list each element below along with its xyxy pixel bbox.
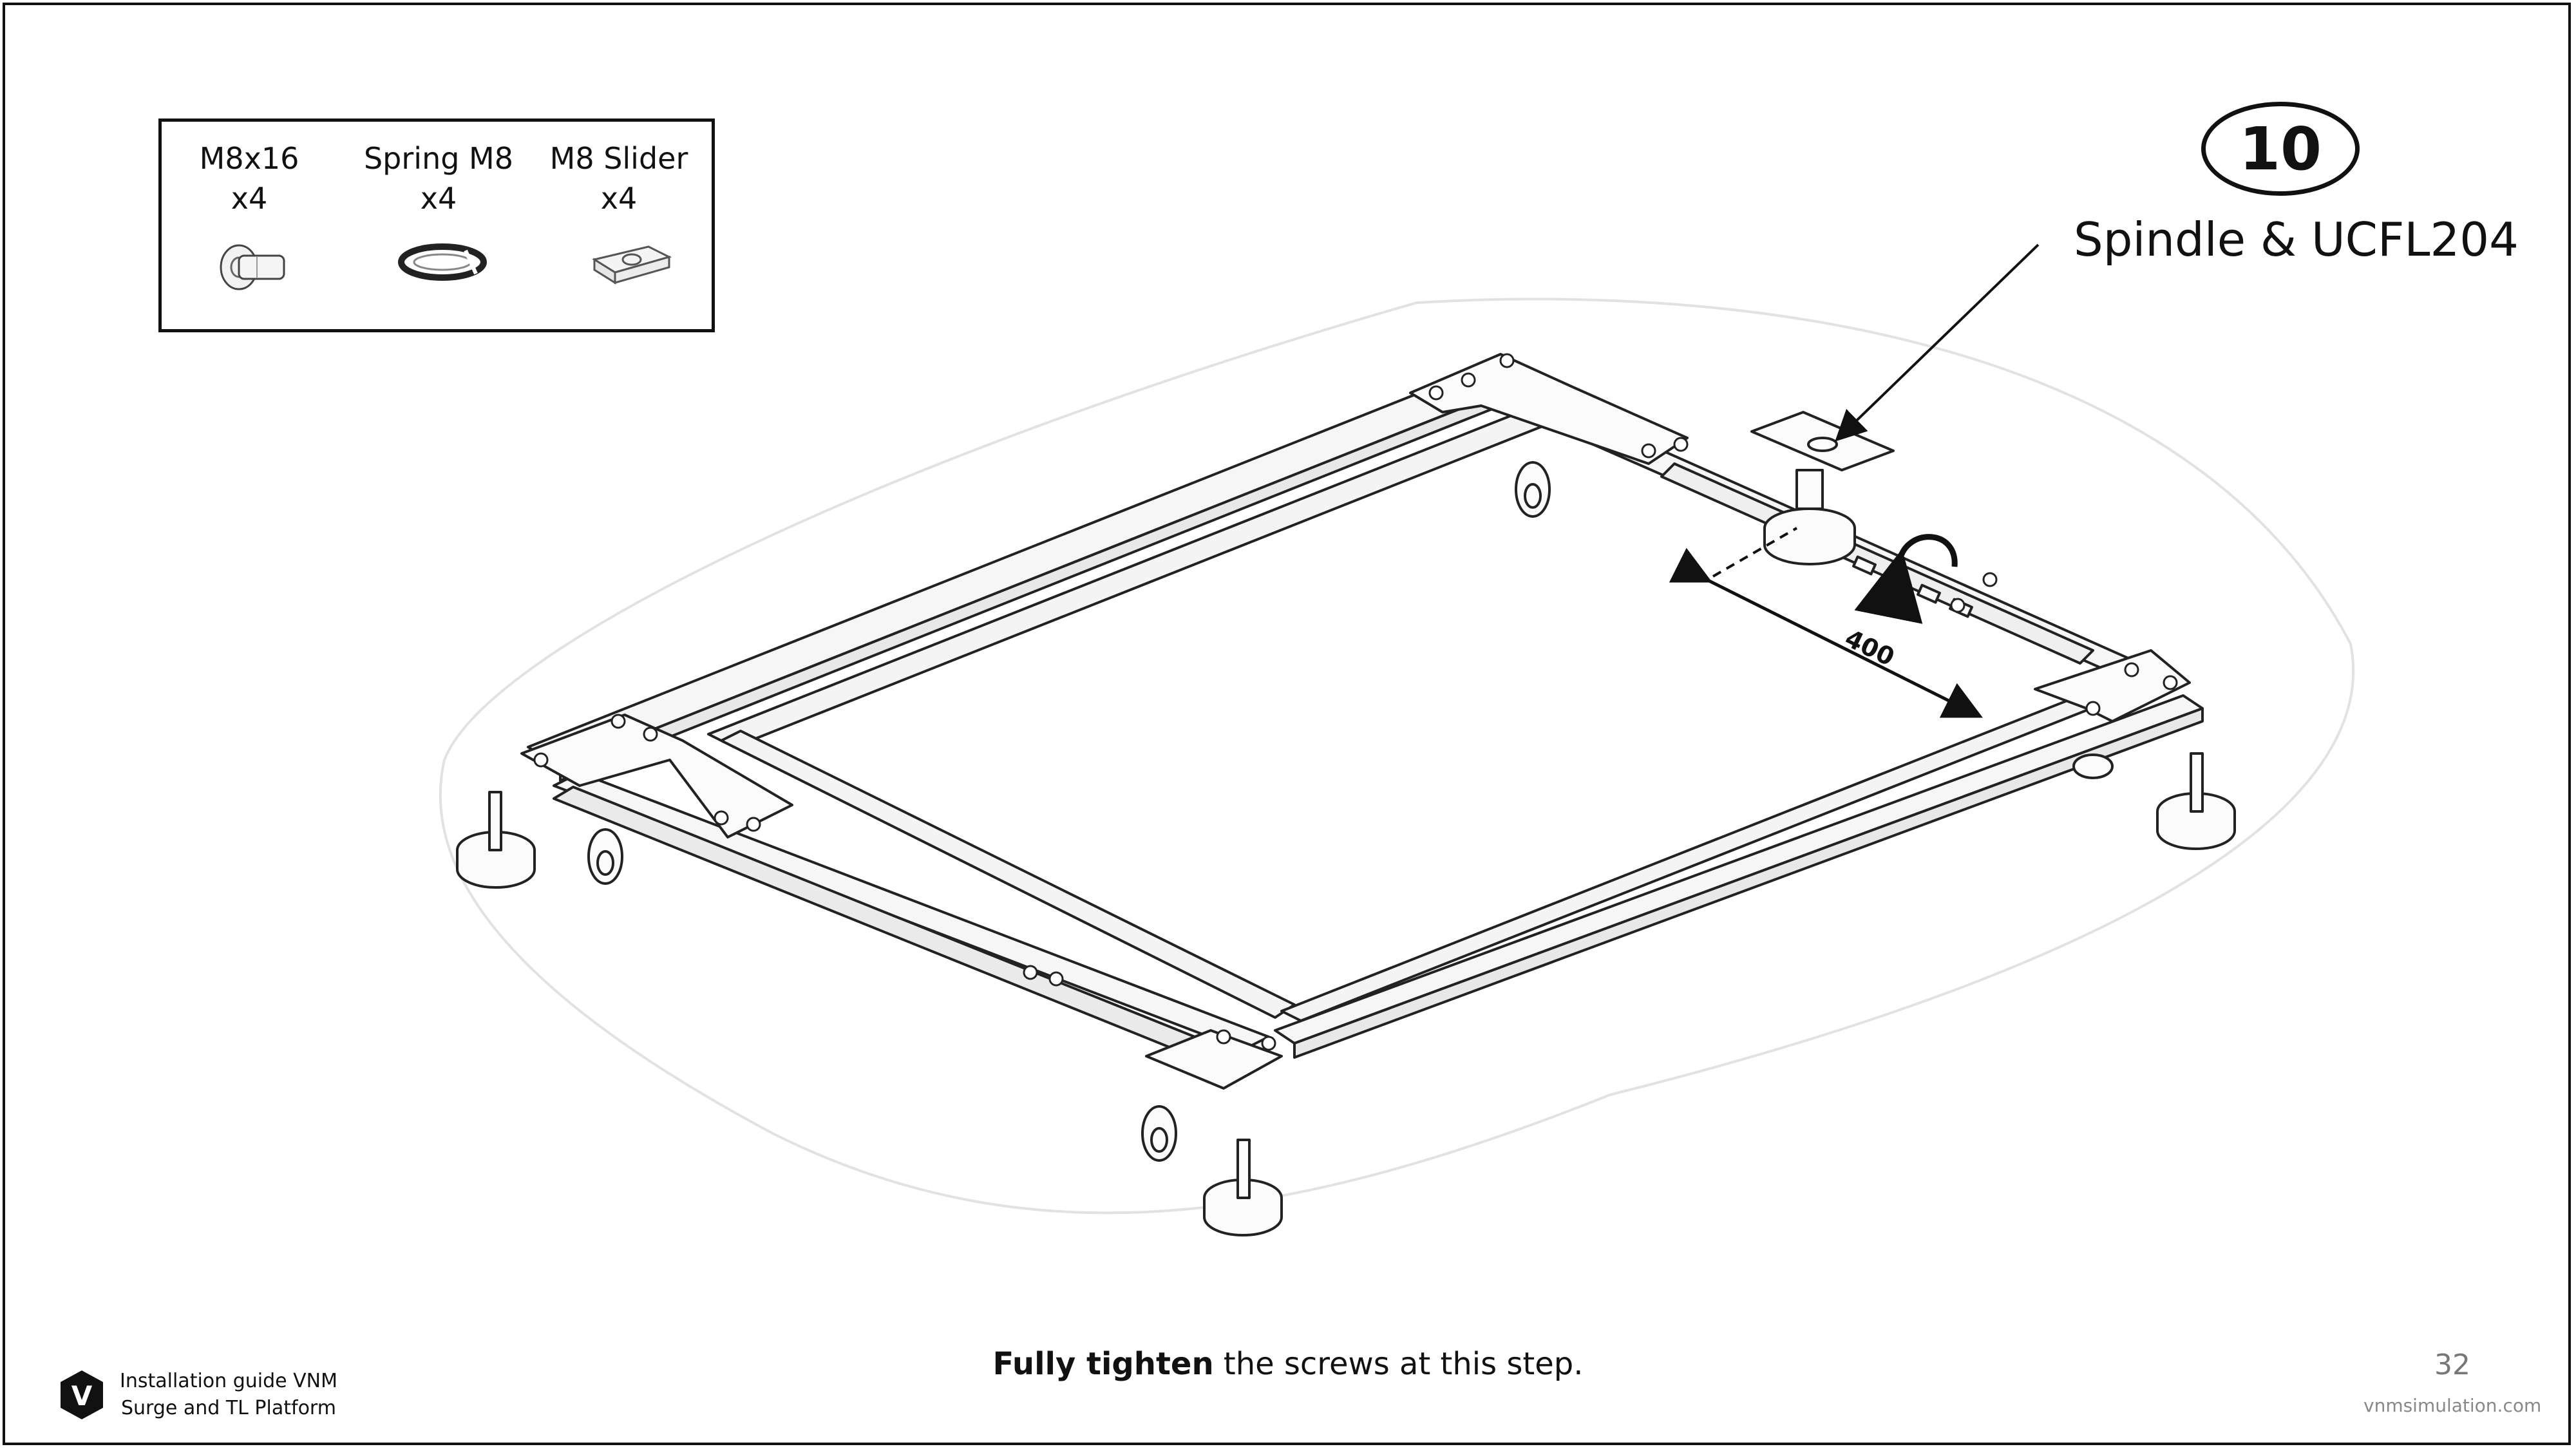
parts-list: M8x16 x4 Spring M8 x4 M8 Slider x4 (158, 118, 715, 332)
guide-line-2: Surge and TL Platform (120, 1397, 336, 1419)
instruction-bold: Fully tighten (992, 1346, 1214, 1382)
dimension-extension (1712, 527, 1797, 578)
logo-letter: V (71, 1380, 93, 1412)
leveling-foot (2156, 752, 2236, 850)
website-link[interactable]: vnmsimulation.com (2363, 1395, 2542, 1416)
part-qty: x4 (231, 181, 268, 216)
page-number: 32 (2434, 1349, 2470, 1381)
dimension-line (1669, 547, 1983, 718)
part-name: M8x16 (199, 141, 299, 176)
bolt-icon (220, 244, 285, 290)
part-qty: x4 (600, 181, 638, 216)
leveling-foot (1203, 1139, 1283, 1236)
caster-wheel (1141, 1105, 1177, 1162)
leveling-foot (456, 791, 536, 889)
instruction-rest: the screws at this step. (1213, 1346, 1584, 1382)
step-part-label: Spindle & UCFL204 (2074, 213, 2519, 267)
dimension-value: 400 (1841, 624, 1899, 672)
step-number: 10 (2239, 114, 2322, 184)
part-name: M8 Slider (549, 141, 688, 176)
footer-guide-title: Installation guide VNM Surge and TL Plat… (120, 1368, 337, 1422)
frame-rails (527, 359, 2204, 1070)
step-instruction: Fully tighten the screws at this step. (0, 1346, 2576, 1382)
guide-line-1: Installation guide VNM (120, 1370, 337, 1392)
leader-arrow (1835, 243, 2040, 442)
spring-washer-icon (398, 243, 487, 281)
caster-wheel (587, 828, 623, 885)
drawing-shadow (439, 298, 2355, 1215)
part-qty: x4 (420, 181, 457, 216)
page-frame (3, 3, 2571, 1445)
corner-plate-right (2034, 649, 2191, 723)
caster-wheel (1515, 461, 1551, 518)
bolt-heads (533, 353, 2178, 1051)
step-number-badge: 10 (2201, 102, 2360, 196)
part-name: Spring M8 (363, 141, 514, 176)
vnm-logo-icon: V (61, 1370, 103, 1419)
part-m8x16: M8x16 x4 (166, 138, 333, 218)
caster-wheel (2072, 753, 2114, 779)
rotation-arrow (1854, 534, 1958, 624)
corner-plate-front (1145, 1029, 1283, 1090)
part-m8-slider: M8 Slider x4 (535, 138, 703, 218)
slider-nut-icon (592, 245, 672, 285)
part-spring-m8: Spring M8 x4 (355, 138, 522, 218)
